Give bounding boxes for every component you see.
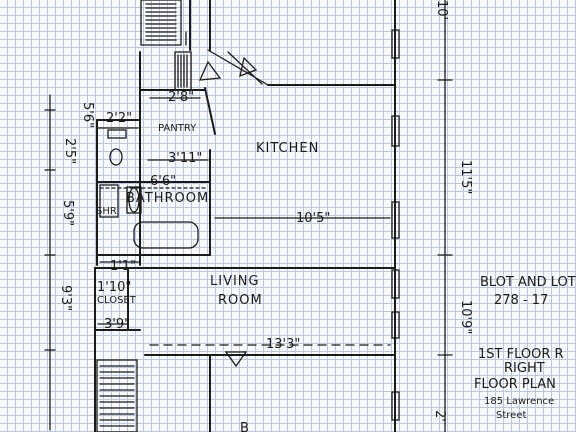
dim-1-10: 1'10": [97, 280, 131, 295]
dim-2-5: 2'5": [62, 138, 77, 164]
dim-right-top: 10': [434, 0, 449, 20]
living-label: LIVING: [210, 274, 260, 289]
dim-3-9: 3'9": [104, 317, 130, 332]
living-room-walls: [94, 267, 396, 432]
dim-10-5: 10'5": [296, 211, 330, 226]
kitchen-label: KITCHEN: [256, 141, 319, 156]
floor-line1: 1ST FLOOR R: [478, 347, 564, 362]
door-symbols: [198, 56, 258, 368]
dim-3-11: 3'11": [168, 151, 202, 166]
closet-label: CLOSET: [97, 295, 137, 306]
shower-icon: [99, 184, 119, 218]
kitchen-walls: [96, 0, 396, 432]
block-lot-line1: BLOT AND LOT: [480, 275, 576, 290]
floor-line2: RIGHT: [504, 361, 545, 376]
block-lot-line2: 278 - 17: [494, 293, 548, 308]
dim-9-3: 9'3": [58, 285, 73, 311]
upper-stair-flight: [139, 51, 192, 91]
toilet-icon: [109, 148, 123, 166]
pantry-label: PANTRY: [158, 123, 197, 134]
top-stairs: [140, 0, 211, 51]
dim-10-9: 10'9": [458, 300, 473, 334]
bathtub-icon: [133, 221, 199, 249]
dim-13-3: 13'3": [266, 337, 300, 352]
floor-line3: FLOOR PLAN: [474, 377, 556, 392]
dimension-lines: [44, 0, 453, 432]
dim-5-6: 5'6": [80, 102, 95, 128]
dim-1-1: 1'1": [110, 259, 136, 274]
bathroom: [96, 129, 211, 256]
bathroom-label: BATHROOM: [126, 191, 209, 206]
dim-2-8: 2'8": [168, 90, 194, 105]
bedroom-partial-label: B: [240, 421, 250, 432]
sink-icon: [128, 187, 140, 213]
address-line2: Street: [496, 410, 526, 421]
windows: [391, 29, 400, 421]
dim-6-6: 6'6": [150, 174, 176, 189]
dim-5-9: 5'9": [60, 200, 75, 226]
room-label: ROOM: [218, 293, 263, 308]
dim-right-bottom: 2': [432, 410, 447, 422]
bottom-stairs: [96, 359, 138, 432]
address-line1: 185 Lawrence: [484, 396, 554, 407]
dim-11-5: 11'5": [458, 160, 473, 194]
dim-2-2: 2'2": [106, 111, 132, 126]
shr-label: SHR: [96, 206, 117, 217]
